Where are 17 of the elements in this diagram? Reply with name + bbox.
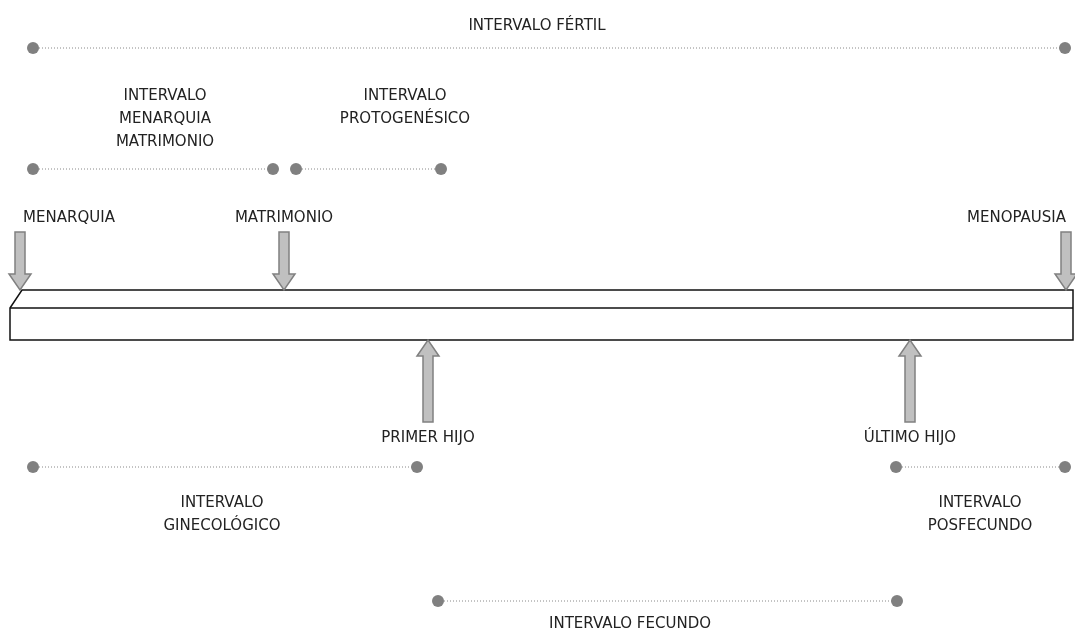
interval-label: INTERVALO FÉRTIL (467, 14, 607, 36)
arrow (897, 338, 923, 423)
event-label: MATRIMONIO (216, 206, 352, 229)
event-label: MENARQUIA (8, 206, 130, 229)
interval-label: INTERVALO GINECOLÓGICO (162, 492, 282, 536)
event-label: ÚLTIMO HIJO (840, 426, 980, 449)
arrow (7, 231, 33, 292)
timeline-bar (9, 289, 1074, 341)
interval-label: INTERVALO PROTOGENÉSICO (338, 85, 472, 129)
event-label: PRIMER HIJO (358, 426, 498, 449)
interval-label: INTERVALO POSFECUNDO (926, 492, 1034, 536)
arrow (271, 231, 297, 292)
arrow (1053, 231, 1075, 292)
event-label: MENOPAUSIA (958, 206, 1075, 229)
interval-label: INTERVALO FECUNDO (548, 613, 712, 634)
interval-label: INTERVALO MENARQUIA MATRIMONIO (114, 85, 216, 152)
arrow (415, 338, 441, 423)
